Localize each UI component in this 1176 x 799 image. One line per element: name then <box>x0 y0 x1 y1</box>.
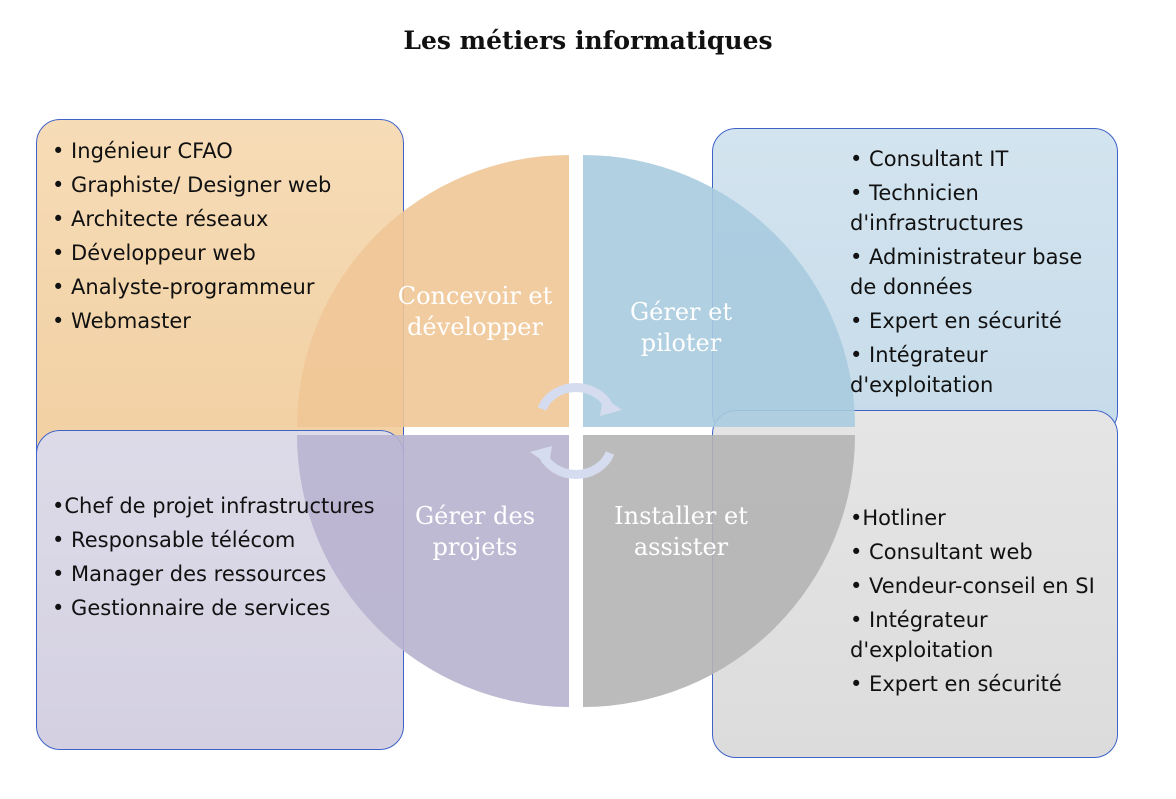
list-item: • Gestionnaire de services <box>52 596 331 620</box>
cycle-arrows-icon <box>530 383 622 479</box>
list-item: • Consultant web <box>850 540 1033 564</box>
list-concevoir: • Ingénieur CFAO • Graphiste/ Designer w… <box>52 136 392 340</box>
list-item: • Vendeur-conseil en SI <box>850 574 1095 598</box>
list-item: • Développeur web <box>52 241 256 265</box>
segment-gerer-piloter <box>583 155 855 427</box>
list-item: • Manager des ressources <box>52 562 327 586</box>
segment-installer <box>583 435 855 707</box>
list-installer: •Hotliner • Consultant web • Vendeur-con… <box>850 503 1114 703</box>
list-gerer-projets: •Chef de projet infrastructures • Respon… <box>52 491 392 627</box>
label-concevoir: Concevoir et développer <box>397 282 553 341</box>
diagram-title: Les métiers informatiques <box>403 26 773 55</box>
list-item: • Technicien d'infrastructures <box>850 181 1024 235</box>
list-item: • Intégrateur d'exploitation <box>850 343 994 397</box>
label-gerer-piloter: Gérer et piloter <box>630 298 732 357</box>
list-gerer-piloter: • Consultant IT • Technicien d'infrastru… <box>850 144 1114 404</box>
list-item: • Graphiste/ Designer web <box>52 173 332 197</box>
list-item: • Administrateur base de données <box>850 245 1083 299</box>
list-item: • Ingénieur CFAO <box>52 139 233 163</box>
list-item: •Hotliner <box>850 506 946 530</box>
list-item: • Consultant IT <box>850 147 1009 171</box>
list-item: • Responsable télécom <box>52 528 296 552</box>
segment-concevoir <box>297 155 569 427</box>
list-item: • Webmaster <box>52 309 191 333</box>
list-item: • Architecte réseaux <box>52 207 269 231</box>
list-item: • Analyste-programmeur <box>52 275 315 299</box>
list-item: • Expert en sécurité <box>850 672 1062 696</box>
label-installer: Installer et assister <box>614 502 748 561</box>
list-item: • Intégrateur d'exploitation <box>850 608 994 662</box>
list-item: • Expert en sécurité <box>850 309 1062 333</box>
label-gerer-projets: Gérer des projets <box>414 502 536 561</box>
segment-gerer-projets <box>297 435 569 707</box>
list-item: •Chef de projet infrastructures <box>52 494 375 518</box>
